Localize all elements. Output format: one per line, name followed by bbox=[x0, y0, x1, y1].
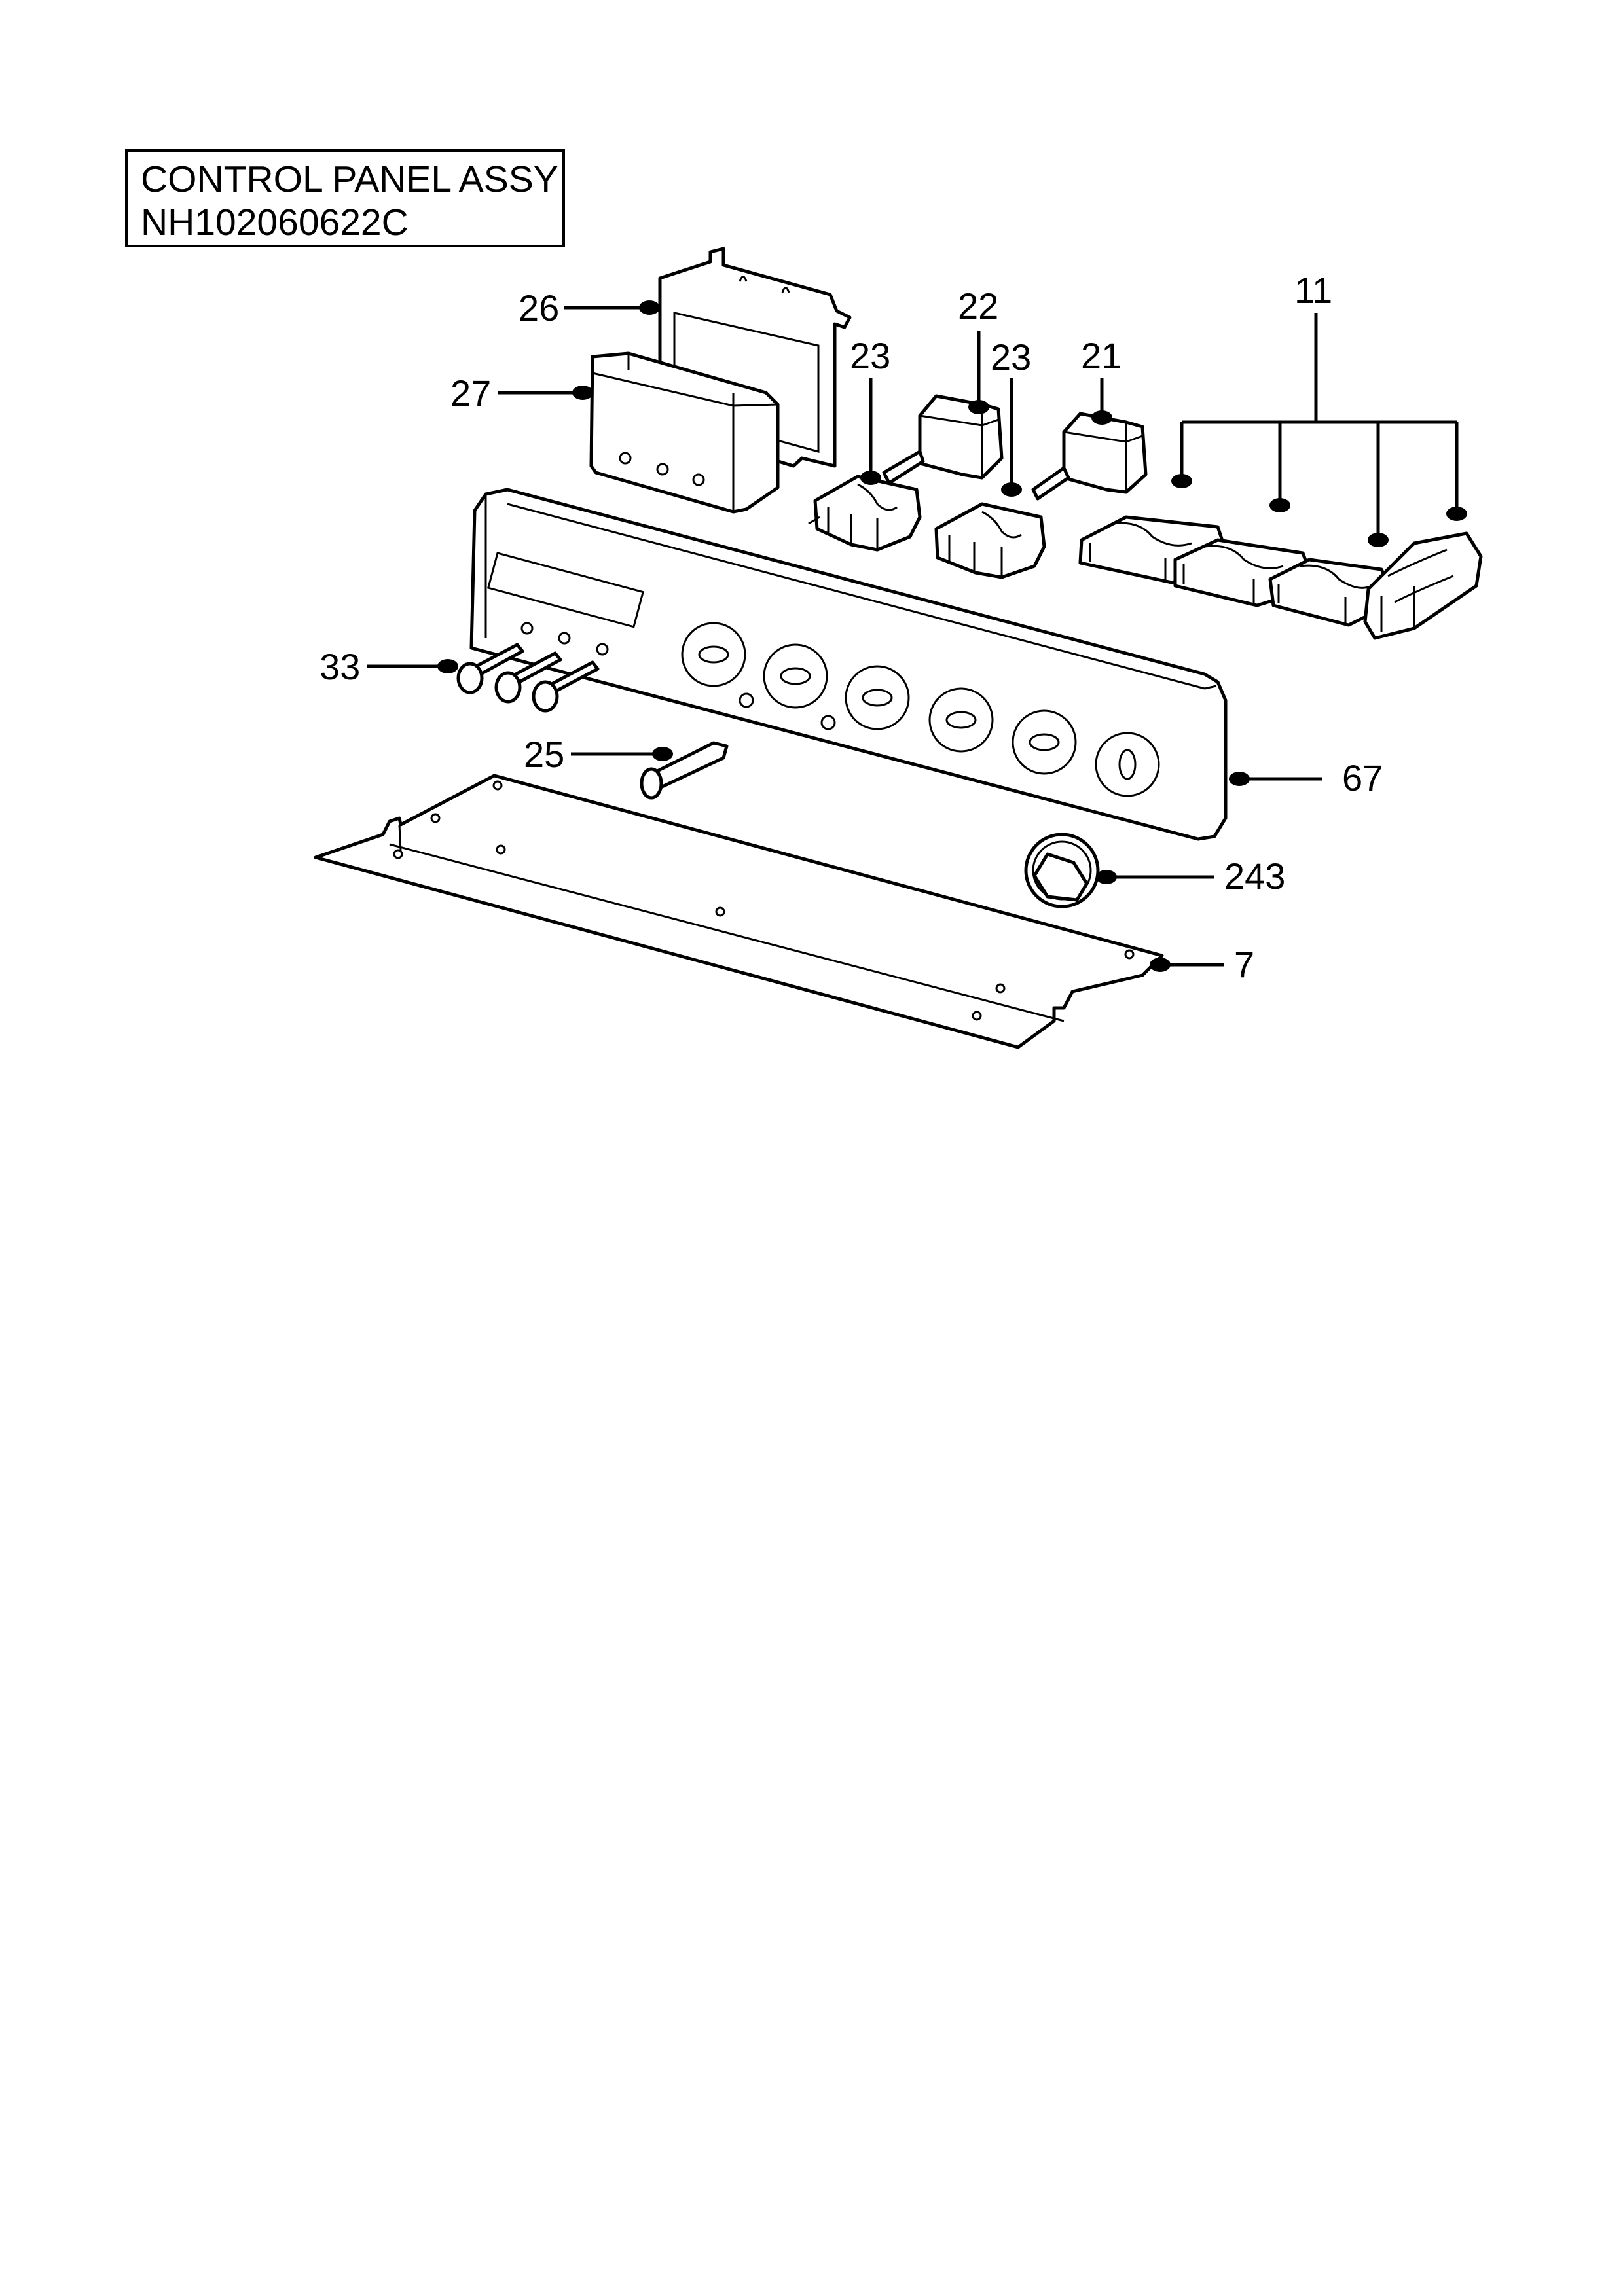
callout-21: 21 bbox=[1081, 335, 1122, 376]
part-67-control-panel bbox=[469, 488, 1228, 841]
part-21-regulator bbox=[1031, 412, 1148, 501]
callout-67: 67 bbox=[1342, 757, 1383, 798]
part-33-indicator-lamps bbox=[456, 643, 600, 713]
callout-22: 22 bbox=[958, 285, 998, 327]
control-knob-positions bbox=[681, 622, 1160, 797]
callout-243: 243 bbox=[1224, 855, 1285, 897]
part-243-control-knob bbox=[1024, 833, 1100, 908]
callout-23a: 23 bbox=[850, 335, 890, 376]
part-27-timer-module bbox=[589, 351, 780, 514]
callout-26: 26 bbox=[519, 287, 559, 329]
part-25-lamp bbox=[640, 741, 729, 800]
leader-lines bbox=[367, 300, 1467, 972]
assembly-code: NH102060622C bbox=[141, 202, 409, 243]
callout-23b: 23 bbox=[991, 336, 1031, 378]
callout-25: 25 bbox=[524, 734, 564, 775]
callout-7: 7 bbox=[1234, 944, 1254, 985]
part-23a-switch bbox=[808, 475, 922, 552]
part-22-regulator bbox=[882, 394, 1004, 485]
assembly-title: CONTROL PANEL ASSY bbox=[141, 158, 558, 200]
part-7-bottom-plate bbox=[314, 774, 1164, 1049]
callout-11: 11 bbox=[1294, 270, 1332, 311]
callout-33: 33 bbox=[319, 646, 360, 687]
part-11-switch-4 bbox=[1363, 531, 1483, 640]
title-box: CONTROL PANEL ASSY NH102060622C bbox=[125, 149, 565, 247]
part-23b-switch bbox=[934, 502, 1046, 579]
callout-27: 27 bbox=[450, 372, 491, 414]
